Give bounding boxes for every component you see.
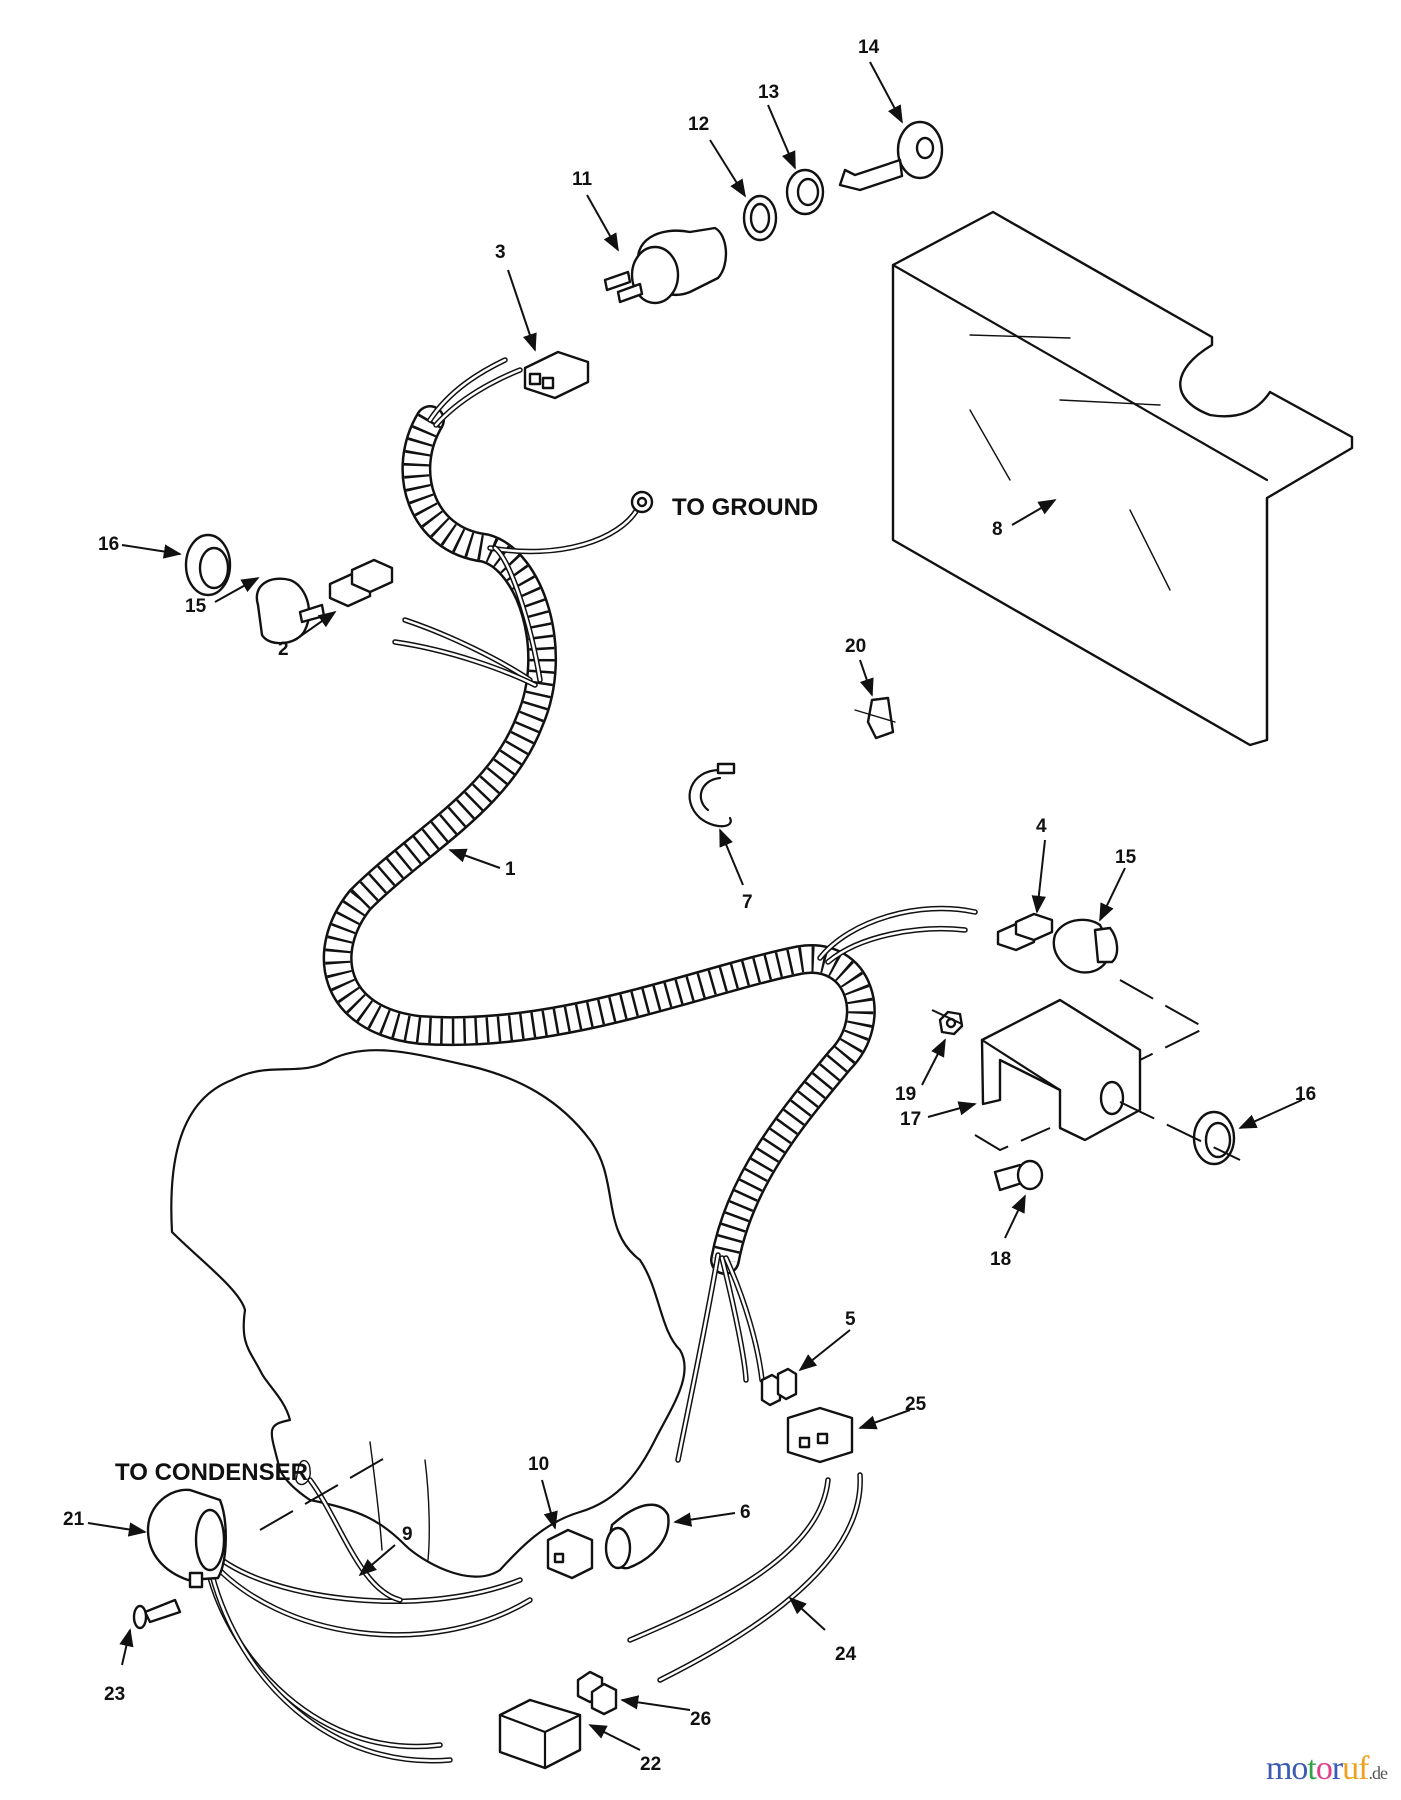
svg-text:9: 9 <box>402 1524 413 1545</box>
watermark-letter: o <box>1291 1750 1308 1787</box>
watermark-letter: f <box>1358 1750 1369 1787</box>
shield-part <box>891 210 1354 747</box>
callout-7: 7 <box>719 828 753 913</box>
callout-15-top: 15 <box>185 577 260 617</box>
callout-21: 21 <box>63 1509 147 1537</box>
key-part <box>838 120 944 192</box>
svg-text:12: 12 <box>688 114 709 135</box>
nut-part-19 <box>938 1010 964 1036</box>
callout-19: 19 <box>895 1038 946 1105</box>
branch-wires <box>205 357 978 1764</box>
watermark-letter: r <box>1331 1750 1343 1787</box>
switch-part-15-top <box>255 577 326 645</box>
note-to-condenser: TO CONDENSER <box>115 1459 308 1486</box>
watermark-letter: u <box>1342 1750 1359 1787</box>
callout-23: 23 <box>104 1628 134 1705</box>
assembly-lines <box>259 979 1241 1531</box>
callout-16-right: 16 <box>1238 1084 1316 1129</box>
callouts: 1 2 3 4 5 6 7 8 9 10 11 12 13 14 15 15 1… <box>63 37 1316 1775</box>
callout-22: 22 <box>588 1724 661 1775</box>
svg-text:15: 15 <box>1115 847 1137 868</box>
callout-18: 18 <box>990 1194 1026 1270</box>
callout-16-top: 16 <box>98 534 182 559</box>
condenser-part-21 <box>146 1488 227 1589</box>
svg-text:8: 8 <box>992 519 1003 540</box>
svg-text:6: 6 <box>740 1502 751 1523</box>
callout-5: 5 <box>798 1309 856 1372</box>
svg-text:3: 3 <box>495 242 506 263</box>
callout-15-right: 15 <box>1099 847 1137 922</box>
connector-part-22 <box>498 1698 582 1770</box>
svg-text:16: 16 <box>98 534 119 555</box>
connector-part-25 <box>786 1406 854 1464</box>
callout-20: 20 <box>845 636 874 697</box>
callout-2: 2 <box>278 610 337 660</box>
svg-text:2: 2 <box>278 639 289 660</box>
svg-text:26: 26 <box>690 1709 711 1730</box>
callout-26: 26 <box>620 1695 711 1730</box>
callout-10: 10 <box>528 1454 558 1530</box>
condenser-terminal-icon <box>295 1459 311 1486</box>
callout-14: 14 <box>858 37 903 124</box>
svg-text:18: 18 <box>990 1249 1011 1270</box>
note-to-ground: TO GROUND <box>672 494 818 521</box>
strap-part-7 <box>688 762 736 828</box>
svg-text:23: 23 <box>104 1684 125 1705</box>
connector-part-3 <box>523 350 590 400</box>
connector-part-26 <box>576 1670 618 1716</box>
screw-part-23 <box>132 1598 182 1630</box>
svg-text:20: 20 <box>845 636 866 657</box>
sleeve-part-6 <box>604 1503 670 1570</box>
bracket-part-17 <box>980 998 1142 1142</box>
wiring-harness <box>322 405 876 1275</box>
callout-12: 12 <box>688 114 746 198</box>
svg-text:15: 15 <box>185 596 207 617</box>
svg-text:11: 11 <box>572 169 593 190</box>
lockwasher-part-12 <box>742 194 778 242</box>
svg-text:25: 25 <box>905 1394 927 1415</box>
svg-text:16: 16 <box>1295 1084 1316 1105</box>
connector-part-10 <box>546 1528 594 1580</box>
watermark-suffix: .de <box>1368 1763 1388 1783</box>
callout-4: 4 <box>1031 816 1047 914</box>
bezel-part-16-top <box>184 533 232 597</box>
clip-part-20 <box>854 696 896 740</box>
svg-text:24: 24 <box>835 1644 857 1665</box>
ignition-switch-part-11 <box>603 226 728 305</box>
watermark-letter: m <box>1265 1750 1292 1787</box>
nut-part-13 <box>785 168 825 216</box>
callout-3: 3 <box>495 242 537 352</box>
callout-9: 9 <box>358 1524 413 1577</box>
svg-text:19: 19 <box>895 1084 916 1105</box>
engine-outline <box>170 1049 686 1578</box>
connector-part-5 <box>760 1367 798 1407</box>
bezel-part-16-right <box>1192 1110 1236 1166</box>
svg-text:22: 22 <box>640 1754 661 1775</box>
svg-text:5: 5 <box>845 1309 856 1330</box>
callout-6: 6 <box>673 1502 751 1527</box>
callout-8: 8 <box>992 499 1057 540</box>
connector-part-2 <box>328 558 394 608</box>
bolt-part-18 <box>993 1159 1044 1192</box>
switch-part-15-right <box>1052 918 1119 974</box>
svg-text:17: 17 <box>900 1109 921 1130</box>
svg-text:10: 10 <box>528 1454 549 1475</box>
svg-text:13: 13 <box>758 82 779 103</box>
callout-1: 1 <box>448 848 516 880</box>
svg-text:21: 21 <box>63 1509 85 1530</box>
watermark-letter: t <box>1307 1750 1317 1787</box>
svg-text:1: 1 <box>505 859 516 880</box>
callout-11: 11 <box>572 169 619 252</box>
callout-24: 24 <box>788 1596 857 1665</box>
svg-text:4: 4 <box>1036 816 1047 837</box>
svg-text:14: 14 <box>858 37 880 58</box>
watermark-letter: o <box>1315 1750 1333 1787</box>
svg-text:7: 7 <box>742 892 753 913</box>
callout-13: 13 <box>758 82 796 170</box>
callout-25: 25 <box>858 1394 927 1430</box>
watermark-logo: motoruf.de <box>1265 1750 1388 1788</box>
callout-17: 17 <box>900 1101 977 1130</box>
connector-part-4 <box>996 912 1054 952</box>
